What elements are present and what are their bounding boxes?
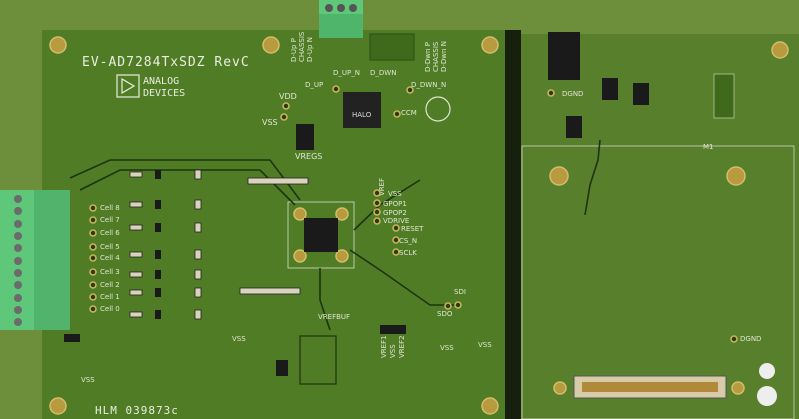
top-terminal-block	[319, 0, 363, 38]
halo-transformer: HALO	[343, 92, 381, 128]
label-vref1: VREF1	[380, 335, 388, 358]
label-vss-hdr: VSS	[389, 344, 397, 358]
label-cell-3: Cell 3	[100, 268, 120, 276]
label-d-dwn-n-pad: D_DWN_N	[411, 81, 446, 89]
adc-outline	[287, 201, 355, 269]
regulator-ic-1	[602, 78, 618, 100]
connector-pins	[582, 382, 718, 392]
label-d-dwn-p: D-Dwn P	[424, 42, 432, 72]
cell-labels: Cell 8 Cell 7 Cell 6 Cell 5 Cell 4 Cell …	[89, 204, 120, 313]
label-vss-bl: VSS	[232, 335, 246, 343]
label-sdo: SDO	[437, 310, 453, 318]
jumper-small[interactable]	[276, 360, 288, 376]
svg-text:DEVICES: DEVICES	[143, 88, 185, 99]
label-m1: M1	[703, 143, 714, 151]
label-d-up-n-pad: D_UP_N	[333, 69, 360, 77]
analog-devices-logo: ANALOG DEVICES	[116, 74, 185, 99]
main-board	[42, 30, 505, 419]
test-pads	[280, 85, 738, 343]
label-vrefbuf: VREFBUF	[318, 313, 350, 321]
svg-text:ANALOG: ANALOG	[143, 76, 179, 87]
label-gpop1: GPOP1	[383, 200, 407, 208]
label-vdrive: VDRIVE	[383, 217, 409, 225]
label-d-up-n: D-Up N	[306, 37, 314, 62]
label-cell-4: Cell 4	[100, 254, 120, 262]
regulator-ic-2	[633, 83, 649, 105]
label-cell-1: Cell 1	[100, 293, 120, 301]
m1-outline	[521, 145, 795, 419]
label-dgnd-top: DGND	[562, 90, 583, 98]
label-vss-corner: VSS	[81, 376, 95, 384]
ad7284-chip	[304, 218, 338, 252]
label-cell-7: Cell 7	[100, 216, 120, 224]
label-vss-top: VSS	[262, 118, 278, 127]
board-title: EV-AD7284TxSDZ RevC	[82, 55, 250, 70]
label-vss-b1: VSS	[440, 344, 454, 352]
label-cell-8: Cell 8	[100, 204, 120, 212]
label-vss-right: VSS	[388, 190, 402, 198]
certification-mark-icon	[425, 96, 451, 122]
label-cell-6: Cell 6	[100, 229, 120, 237]
qc-sticker	[759, 363, 775, 379]
label-vdd: VDD	[279, 92, 297, 101]
label-cell-5: Cell 5	[100, 243, 120, 251]
label-d-up-p: D-Up P	[290, 38, 298, 62]
label-vref2: VREF2	[398, 335, 406, 358]
cell-channel-components	[129, 169, 337, 385]
label-sclk: SCLK	[399, 249, 417, 257]
power-jack	[548, 32, 580, 80]
svg-text:HALO: HALO	[352, 111, 372, 119]
cell-terminal-block	[0, 190, 70, 330]
label-d-dwn-pad: D_DWN	[370, 69, 396, 77]
label-reset: RESET	[401, 225, 424, 233]
controller-board	[521, 34, 799, 419]
qr-sticker	[757, 386, 777, 406]
label-dgnd-bottom: DGND	[740, 335, 761, 343]
label-cell-0: Cell 0	[100, 305, 120, 313]
pin-header-p7	[713, 73, 735, 119]
rj-footprint	[369, 33, 415, 61]
label-gpop2: GPOP2	[383, 209, 407, 217]
label-chassis: CHASSIS	[298, 31, 306, 62]
mounting-holes	[49, 36, 789, 415]
part-number: HLM 039873c	[95, 404, 179, 417]
label-d-up-pad: D_UP	[305, 81, 323, 89]
board-gap	[505, 30, 521, 419]
label-vss-b2: VSS	[478, 341, 492, 349]
label-cell-2: Cell 2	[100, 281, 120, 289]
label-cs-n: CS_N	[399, 237, 417, 245]
label-vregs: VREGS	[295, 152, 322, 161]
label-d-dwn-n: D-Dwn N	[440, 41, 448, 72]
vref-jumper-header[interactable]	[380, 325, 406, 334]
bat-jumper[interactable]	[64, 334, 80, 342]
label-sdi: SDI	[454, 288, 466, 296]
label-ccm: CCM	[401, 109, 417, 117]
label-chassis-2: CHASSIS	[432, 41, 440, 72]
regulator-ic-3	[566, 116, 582, 138]
label-vref: VREF	[378, 178, 386, 196]
jumper-header[interactable]	[296, 124, 314, 150]
